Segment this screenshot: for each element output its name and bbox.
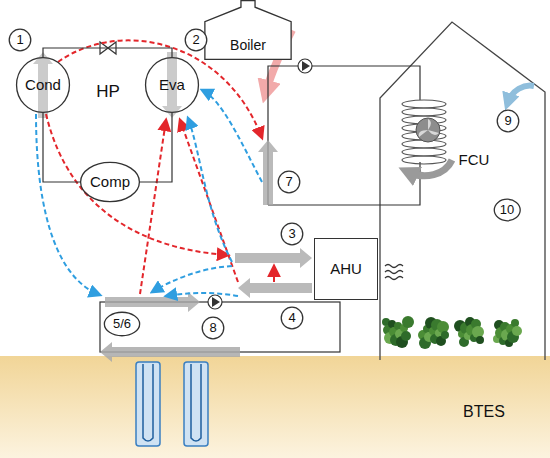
ground [0, 356, 550, 458]
callout-number: 3 [281, 223, 303, 245]
borehole [136, 362, 160, 446]
callout-number: 2 [185, 29, 207, 51]
node-text: AHU [330, 261, 362, 278]
callout-text: 8 [209, 321, 216, 335]
callout-number: 1 [9, 29, 31, 51]
heat-flow-arrow [273, 266, 275, 282]
node-text: Comp [90, 174, 130, 191]
cold-flow-arrow [188, 118, 232, 262]
callout-text: 2 [192, 33, 199, 47]
refrigerant-line [43, 113, 80, 182]
borehole [184, 362, 208, 446]
heat-flow-bar [258, 140, 278, 205]
node-text: Boiler [230, 38, 266, 53]
callout-number: 8 [202, 317, 224, 339]
pump-symbol [298, 59, 312, 73]
fcu-coil [402, 100, 446, 164]
ground-loop-pipe [100, 302, 340, 352]
cold-flow-arrow [36, 114, 100, 295]
pump-symbol [208, 295, 222, 309]
unit-label: FCU [459, 152, 490, 169]
callout-text: 9 [504, 114, 511, 128]
building-outline [380, 22, 545, 360]
callout-number: 4 [281, 307, 303, 329]
refrigerant-line [43, 48, 172, 57]
callout-number: 9 [497, 110, 519, 132]
air-return-arrow [508, 86, 534, 102]
fan-symbol [416, 118, 440, 142]
callout-text: 5/6 [113, 317, 131, 331]
node-text: Eva [159, 77, 185, 94]
vent-symbol [385, 265, 403, 280]
condenser-circle: Cond [16, 57, 70, 113]
callout-number: 5/6 [104, 312, 140, 336]
callout-text: 1 [16, 33, 23, 47]
cold-flow-arrow [166, 293, 238, 296]
heat-flow-arrow [46, 114, 228, 255]
water-pipe [268, 66, 420, 205]
system-label: HP [96, 83, 120, 102]
callout-text: 10 [500, 203, 514, 217]
heat-flow-bar [105, 292, 200, 312]
plants [382, 316, 522, 349]
boiler-shape: Boiler [204, 0, 292, 60]
heat-flow-arrow [140, 120, 166, 294]
callout-text: 4 [288, 311, 295, 325]
ahu-box: AHU [314, 238, 378, 300]
ground-flow-bar [100, 342, 240, 362]
cold-flow-arrow [202, 90, 262, 182]
refrigerant-line [140, 113, 172, 182]
node-text: Cond [25, 77, 61, 94]
supply-air-bar [235, 248, 312, 268]
callout-number: 10 [494, 199, 520, 221]
compressor-circle: Comp [80, 162, 140, 202]
evaporator-circle: Eva [145, 57, 199, 113]
cold-flow-arrow [152, 266, 232, 292]
callout-text: 3 [288, 227, 295, 241]
callout-text: 7 [285, 175, 292, 189]
callout-number: 7 [278, 171, 300, 193]
storage-label: BTES [463, 403, 505, 421]
air-flow-arrow [408, 160, 452, 176]
